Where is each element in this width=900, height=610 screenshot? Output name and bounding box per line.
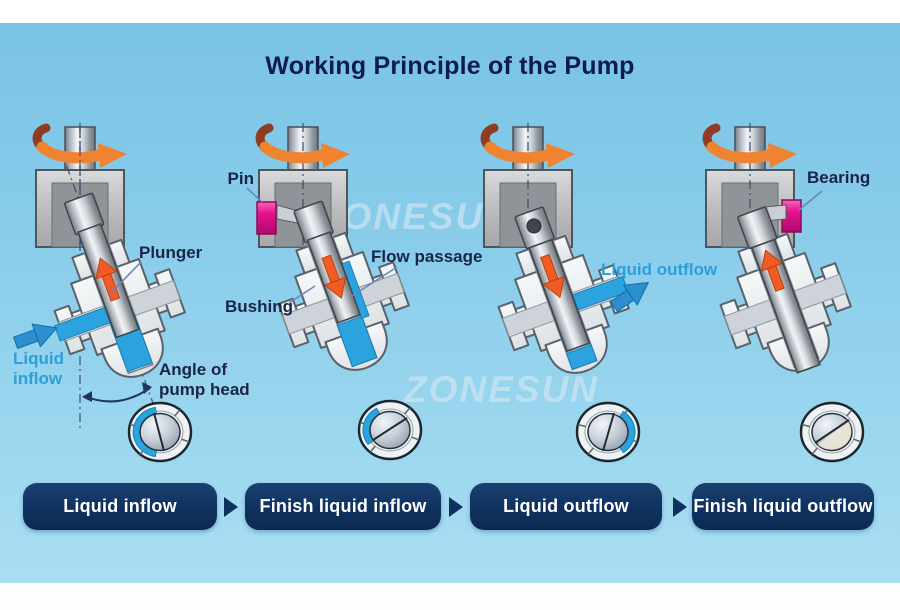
flow-step-liquid-outflow: Liquid outflow	[470, 483, 662, 530]
angle-of-pump-head-label: Angle of pump head	[159, 360, 250, 400]
flow-step-finish-liquid-outflow: Finish liquid outflow	[692, 483, 874, 530]
watermark: ZONESUN	[318, 196, 513, 237]
bearing-label: Bearing	[807, 168, 871, 187]
top-white-strip	[0, 0, 900, 23]
liquid-inflow-label: Liquid inflow	[13, 349, 64, 389]
bottom-white-strip	[0, 583, 900, 610]
watermark: ZONESUN	[404, 369, 599, 410]
flow-arrow-icon	[449, 497, 463, 517]
flow-passage-label: Flow passage	[371, 247, 483, 266]
flow-arrow-icon	[673, 497, 687, 517]
flow-step-liquid-inflow: Liquid inflow	[23, 483, 217, 530]
bushing-label: Bushing	[225, 297, 293, 316]
pin-label: Pin	[227, 169, 254, 188]
liquid-outflow-label: Liquid outflow	[601, 260, 718, 279]
plunger-label: Plunger	[139, 243, 203, 262]
flow-arrow-icon	[224, 497, 238, 517]
page-title: Working Principle of the Pump	[265, 52, 635, 80]
flow-step-finish-liquid-inflow: Finish liquid inflow	[245, 483, 441, 530]
